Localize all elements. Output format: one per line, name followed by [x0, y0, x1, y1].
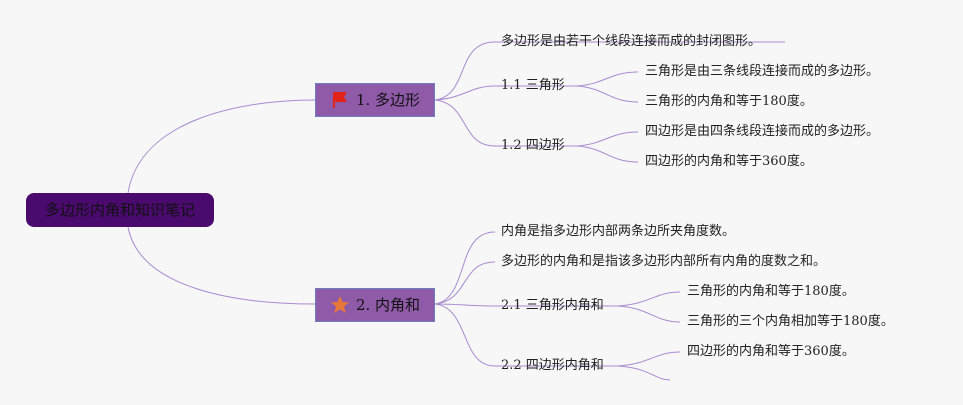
root-label: 多边形内角和知识笔记 [44, 201, 195, 219]
leaf-text: 四边形的内角和等于360度。 [645, 154, 813, 169]
sub-node-quadrilateral-angle-sum[interactable]: 2.2 四边形内角和 [501, 358, 604, 373]
link-b1-sub1 [434, 85, 496, 101]
branch-node-interior-angle[interactable]: 2. 内角和 [315, 288, 435, 322]
link-b1s2-item2 [576, 145, 639, 163]
link-b2s2-item2-stub [617, 365, 671, 381]
link-b2-sub2 [434, 303, 496, 367]
link-b1-leaf [434, 41, 496, 101]
sub-node-triangle-angle-sum[interactable]: 2.1 三角形内角和 [501, 298, 604, 313]
link-b1s1-item1 [576, 71, 639, 87]
link-b1s1-item2 [576, 85, 639, 103]
orange-star-icon [330, 295, 350, 315]
link-b1s2-item1 [576, 131, 639, 147]
leaf-text: 三角形的内角和等于180度。 [645, 94, 813, 109]
root-node[interactable]: 多边形内角和知识笔记 [26, 193, 214, 227]
sub-node-triangle[interactable]: 1.1 三角形 [501, 78, 565, 93]
link-b2s2-item1 [617, 351, 681, 367]
branch-label: 2. 内角和 [355, 296, 421, 314]
leaf-text: 多边形是由若干个线段连接而成的封闭图形。 [501, 34, 762, 49]
link-b2s1-item1 [617, 291, 681, 307]
link-b2s1-item2 [617, 305, 681, 323]
leaf-text: 四边形是由四条线段连接而成的多边形。 [645, 124, 880, 139]
branch-node-polygon[interactable]: 1. 多边形 [315, 83, 435, 117]
link-b2-leaf2 [434, 261, 496, 305]
link-b1-sub2 [434, 99, 496, 147]
red-flag-icon [330, 90, 350, 110]
branch-label: 1. 多边形 [355, 91, 421, 109]
leaf-text: 三角形的三个内角相加等于180度。 [687, 314, 894, 329]
leaf-text: 四边形的内角和等于360度。 [687, 344, 855, 359]
link-b2-sub1 [434, 303, 496, 307]
link-b2-leaf1 [434, 231, 496, 305]
leaf-text: 内角是指多边形内部两条边所夹角度数。 [501, 224, 736, 239]
leaf-text: 三角形的内角和等于180度。 [687, 284, 855, 299]
link-root-branch2 [127, 226, 316, 305]
link-root-branch1 [127, 99, 316, 194]
sub-node-quadrilateral[interactable]: 1.2 四边形 [501, 138, 565, 153]
leaf-text: 多边形的内角和是指该多边形内部所有内角的度数之和。 [501, 254, 827, 269]
leaf-text: 三角形是由三条线段连接而成的多边形。 [645, 64, 880, 79]
